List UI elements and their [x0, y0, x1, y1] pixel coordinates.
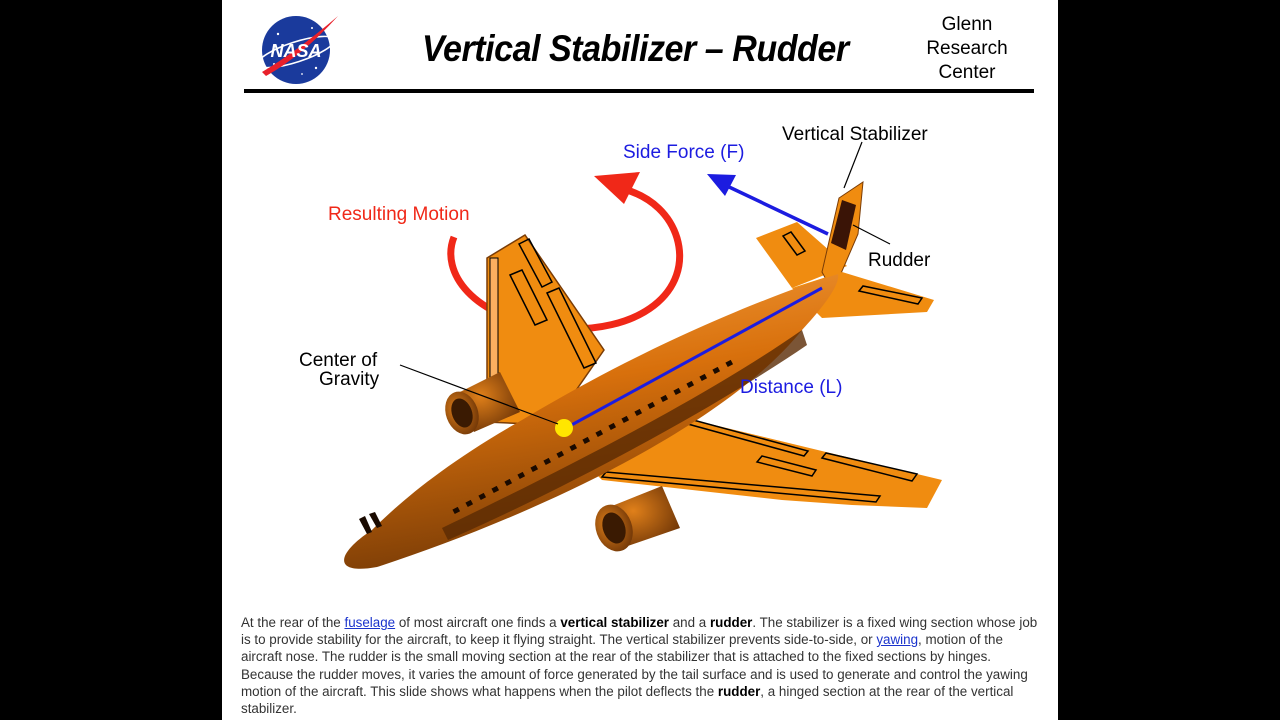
rudder	[831, 200, 856, 250]
yawing-link[interactable]: yawing	[876, 632, 919, 648]
right-wing	[597, 410, 942, 508]
description-text: At the rear of the	[241, 615, 345, 630]
center-name-line: Glenn	[941, 14, 993, 35]
cabin-windows	[452, 359, 734, 515]
page-title: Vertical Stabilizer – Rudder	[422, 28, 849, 69]
center-of-gravity-label: Gravity	[319, 369, 380, 390]
description-text: , motion of the aircraft nose. The rudde…	[241, 632, 1028, 699]
center-of-gravity-leader	[399, 364, 559, 425]
distance-label: Distance (L)	[740, 377, 842, 398]
nasa-logo-text: NASA	[270, 41, 321, 61]
center-of-gravity-dot	[555, 419, 573, 437]
rudder-label: Rudder	[868, 250, 931, 271]
description-bold: rudder	[709, 615, 753, 630]
description-bold: vertical stabilizer	[560, 615, 670, 630]
resulting-motion-arrow	[447, 186, 684, 333]
resulting-motion-label: Resulting Motion	[328, 204, 470, 225]
nasa-logo: NASA	[257, 16, 338, 84]
center-name-line: Center	[938, 62, 996, 83]
center-name: Glenn Research Center	[912, 13, 1022, 85]
side-force-arrowhead	[707, 174, 736, 196]
description-paragraph: At the rear of the fuselage of most airc…	[241, 614, 1041, 717]
resulting-motion-arrowhead	[594, 172, 640, 204]
header-rule	[244, 89, 1034, 93]
center-name-line: Research	[926, 38, 1008, 59]
cockpit-windows	[359, 512, 382, 534]
header: NASA Vertical Stabilizer – Rudder Glenn …	[222, 0, 1058, 100]
vertical-stabilizer-leader	[843, 141, 863, 189]
left-wing-flap	[545, 287, 598, 369]
fuselage-link[interactable]: fuselage	[344, 615, 396, 630]
left-wing-flap	[517, 238, 554, 288]
right-engine	[595, 486, 680, 552]
wing-slat	[489, 257, 499, 389]
vertical-stabilizer-label: Vertical Stabilizer	[782, 124, 928, 145]
description-text: of most aircraft one finds a	[395, 615, 561, 630]
left-wing-flap	[508, 269, 549, 326]
description-bold: rudder	[717, 683, 761, 699]
description-text: and a	[669, 615, 710, 630]
distance-line	[565, 286, 823, 430]
description-text: , a hinged section at the rear of the ve…	[241, 683, 1014, 717]
side-force-label: Side Force (F)	[623, 142, 744, 163]
rudder-diagram: Side Force (F) Vertical Stabilizer Resul…	[299, 124, 942, 569]
rudder-leader	[852, 224, 891, 245]
side-force-arrow	[726, 184, 829, 236]
description-text: . The stabilizer is a fixed wing section…	[241, 615, 1038, 648]
center-of-gravity-label: Center of	[299, 350, 378, 371]
left-engine	[445, 372, 520, 435]
slide-page: NASA Vertical Stabilizer – Rudder Glenn …	[222, 0, 1058, 720]
